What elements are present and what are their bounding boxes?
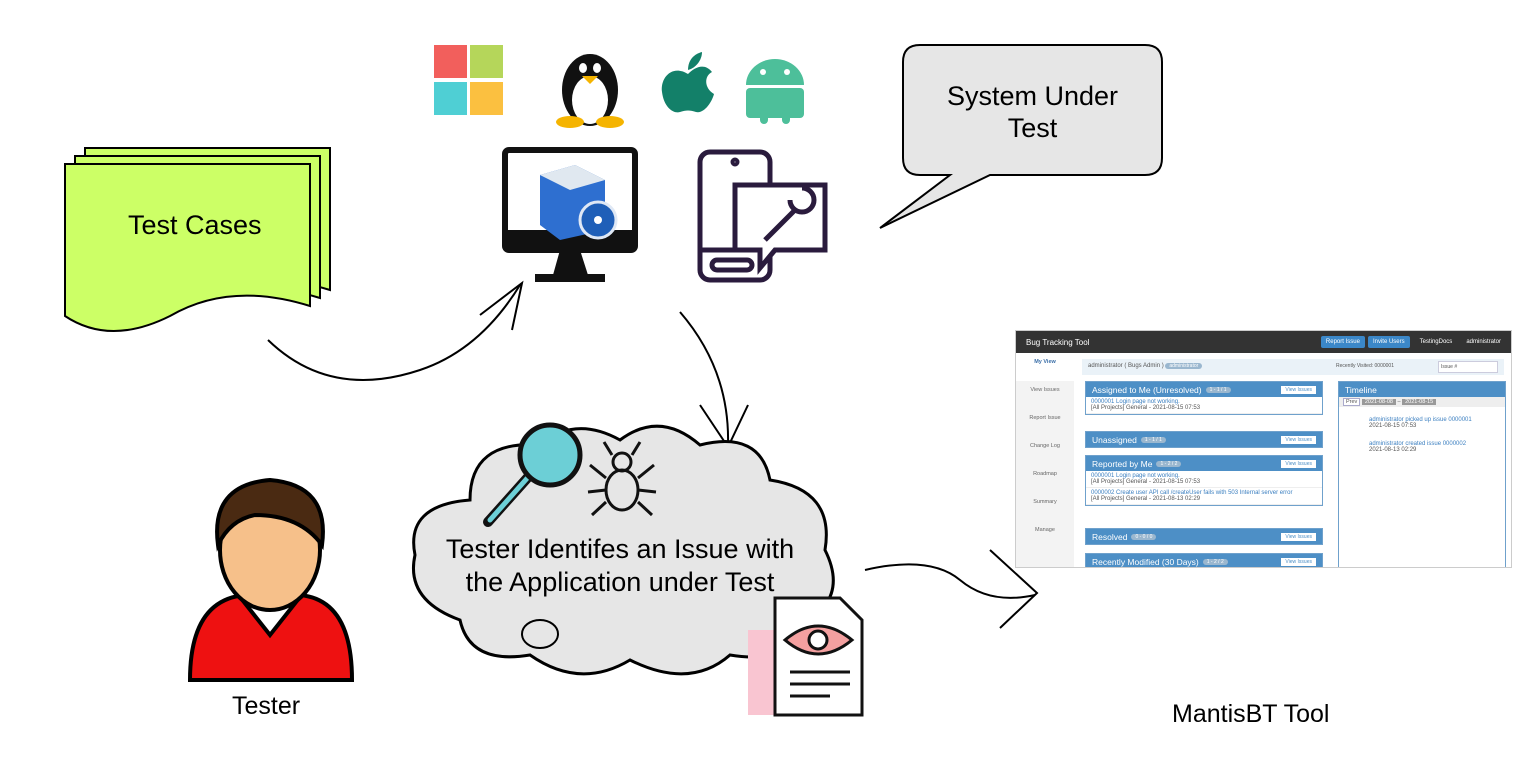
- issue-search-input[interactable]: Issue #: [1438, 361, 1498, 373]
- test-cases-label: Test Cases: [128, 210, 262, 240]
- test-cases-shape: [64, 147, 331, 332]
- view-issues-button[interactable]: View Issues: [1281, 385, 1316, 394]
- cloud-puff: [521, 619, 559, 649]
- cloud-text-line2: the Application under Test: [465, 567, 775, 597]
- view-issues-button[interactable]: View Issues: [1281, 459, 1316, 468]
- date-to: 2021-08-15: [1402, 399, 1437, 405]
- sidebar-item-roadmap[interactable]: Roadmap: [1033, 471, 1057, 477]
- cloud-text-line1: Tester Identifes an Issue with: [445, 534, 795, 564]
- prev-button[interactable]: Prev: [1343, 398, 1361, 406]
- sut-label-line1: System Under: [946, 81, 1119, 111]
- project-selector[interactable]: TestingDocs: [1419, 339, 1453, 345]
- issue-meta: [All Projects] General - 2021-08-15 07:5…: [1091, 479, 1201, 485]
- tester-label: Tester: [232, 692, 301, 720]
- issue-row[interactable]: 0000001 Login page not working.[All Proj…: [1086, 397, 1322, 414]
- issue-row[interactable]: 0000001 Login page not working.[All Proj…: [1086, 471, 1322, 488]
- panel-title: Recently Modified (30 Days): [1092, 556, 1199, 567]
- speech-bubble: [879, 44, 1163, 229]
- event-time: 2021-08-15 07:53: [1369, 423, 1417, 429]
- sidebar-item-manage[interactable]: Manage: [1035, 527, 1055, 533]
- panel-title: Unassigned: [1092, 434, 1137, 445]
- sut-label-line2: Test: [1007, 113, 1058, 143]
- apple-logo-icon: [661, 52, 714, 113]
- user-menu[interactable]: administrator: [1466, 339, 1501, 345]
- view-issues-button[interactable]: View Issues: [1281, 532, 1316, 541]
- android-logo-icon: [746, 59, 804, 124]
- tester-avatar: [187, 477, 355, 682]
- panel-assigned: Assigned to Me (Unresolved)1 - 1 / 1 View…: [1085, 381, 1323, 415]
- view-issues-button[interactable]: View Issues: [1281, 557, 1316, 566]
- sidebar-item-view-issues[interactable]: View Issues: [1030, 387, 1060, 393]
- issue-summary[interactable]: Login page not working.: [1116, 473, 1180, 479]
- bug-icon: [587, 441, 657, 517]
- issue-id[interactable]: 0000001: [1091, 399, 1115, 405]
- breadcrumb-user[interactable]: administrator ( Bugs Admin ): [1088, 363, 1164, 369]
- document-eye-icon: [748, 596, 864, 717]
- count-badge: 1 - 1 / 1: [1140, 436, 1166, 443]
- desktop-software-icon: [502, 147, 638, 282]
- role-badge: administrator: [1165, 363, 1203, 369]
- event-text: administrator created issue 0000002: [1369, 441, 1467, 447]
- windows-logo-icon: [434, 45, 503, 115]
- sidebar-item-my-view[interactable]: My View: [1016, 353, 1074, 381]
- sidebar-item-change-log[interactable]: Change Log: [1030, 443, 1060, 449]
- count-badge: 1 - 2 / 2: [1202, 558, 1228, 565]
- issue-summary[interactable]: Login page not working.: [1116, 399, 1180, 405]
- invite-users-button[interactable]: Invite Users: [1367, 336, 1410, 348]
- app-title: Bug Tracking Tool: [1026, 337, 1090, 347]
- panel-title: Resolved: [1092, 531, 1128, 542]
- sidebar-item-report-issue[interactable]: Report Issue: [1029, 415, 1061, 421]
- view-issues-button[interactable]: View Issues: [1281, 435, 1316, 444]
- count-badge: 1 - 1 / 1: [1205, 386, 1231, 393]
- count-badge: 1 - 2 / 2: [1156, 460, 1182, 467]
- timeline-panel: Timeline Prev 2021-08-08 – 2021-08-15 ad…: [1338, 381, 1506, 567]
- linux-penguin-icon: [556, 54, 624, 128]
- panel-title: Assigned to Me (Unresolved): [1092, 384, 1202, 395]
- date-from: 2021-08-08: [1361, 399, 1396, 405]
- mobile-settings-icon: [697, 149, 828, 283]
- event-text: administrator picked up issue 0000001: [1369, 417, 1472, 423]
- breadcrumb: administrator ( Bugs Admin ) administrat…: [1082, 359, 1504, 375]
- issue-row[interactable]: 0000002 Create user API call /createUser…: [1086, 488, 1322, 505]
- panel-recently-modified: Recently Modified (30 Days)1 - 2 / 2 View…: [1085, 553, 1323, 567]
- issue-meta: [All Projects] General - 2021-08-13 02:2…: [1091, 496, 1201, 502]
- issue-summary[interactable]: Create user API call /createUser fails w…: [1116, 490, 1293, 496]
- sidebar: My View View Issues Report Issue Change …: [1016, 353, 1074, 567]
- issue-meta: [All Projects] General - 2021-08-15 07:5…: [1091, 405, 1201, 411]
- event-time: 2021-08-13 02:29: [1369, 447, 1417, 453]
- issue-id[interactable]: 0000001: [1091, 473, 1115, 479]
- mantisbt-screenshot: Bug Tracking Tool Report Issue Invite Us…: [1015, 330, 1512, 568]
- panel-title: Reported by Me: [1092, 458, 1153, 469]
- sidebar-item-summary[interactable]: Summary: [1033, 499, 1057, 505]
- timeline-title: Timeline: [1345, 384, 1377, 395]
- issue-id[interactable]: 0000002: [1091, 490, 1115, 496]
- magnifier-icon: [483, 422, 583, 527]
- recently-visited: Recently Visited: 0000001: [1335, 363, 1394, 369]
- mantis-tool-label: MantisBT Tool: [1172, 700, 1330, 728]
- count-badge: 0 - 0 / 0: [1131, 533, 1157, 540]
- report-issue-button[interactable]: Report Issue: [1320, 336, 1365, 348]
